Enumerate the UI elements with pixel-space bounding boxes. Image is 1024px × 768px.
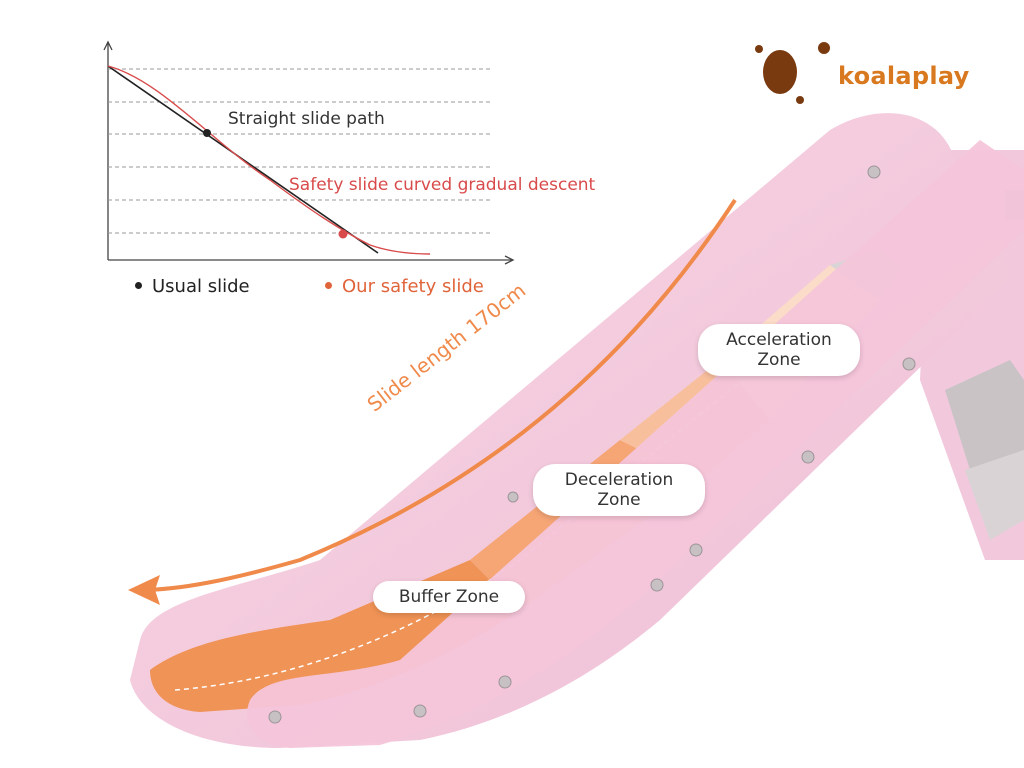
acceleration-zone-line1: Acceleration: [726, 330, 832, 350]
legend-usual-label: Usual slide: [152, 276, 250, 297]
deceleration-zone-line1: Deceleration: [564, 470, 674, 490]
buffer-zone-label: Buffer Zone: [398, 587, 500, 607]
acceleration-zone-line2: Zone: [757, 350, 801, 370]
legend-ours-label: Our safety slide: [342, 276, 484, 297]
buffer-zone-tag: Buffer Zone: [373, 581, 525, 613]
screw-bolts: [268, 165, 916, 724]
descent-diagram: [103, 40, 515, 265]
slide-body: [130, 113, 1010, 748]
usual-slide-point: [203, 129, 211, 137]
straight-path-label: Straight slide path: [228, 109, 385, 129]
legend-ours-dot: [325, 281, 332, 289]
curved-descent-label: Safety slide curved gradual descent: [289, 175, 596, 195]
deceleration-zone-tag: Deceleration Zone: [533, 464, 705, 516]
legend-usual-slide: Usual slide: [135, 276, 250, 297]
koala-logo: [755, 42, 830, 104]
slide-length-arrow: [128, 198, 737, 605]
safety-slide-point: [338, 229, 348, 239]
acceleration-zone-tag: Acceleration Zone: [698, 324, 860, 376]
legend-our-slide: Our safety slide: [325, 276, 484, 297]
safety-slide-curve: [107, 65, 431, 255]
slide-front-rail: [246, 140, 1024, 748]
deceleration-zone-line2: Zone: [597, 490, 641, 510]
brand-name: koalaplay: [838, 62, 970, 90]
legend-usual-dot: [135, 281, 142, 289]
